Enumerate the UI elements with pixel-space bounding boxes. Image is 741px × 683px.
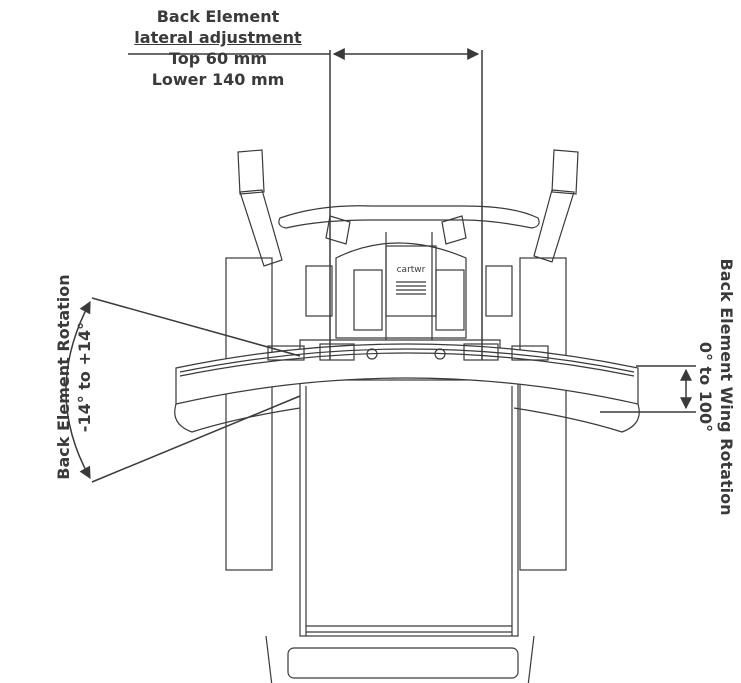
left-wing [174, 403, 301, 433]
right-side-frame [519, 257, 567, 571]
lateral-label-line4: Lower 140 mm [151, 70, 285, 89]
base [287, 647, 519, 679]
lateral-label-line2: lateral adjustment [134, 28, 302, 47]
right-push-handle-grip [551, 149, 579, 195]
rotation-lower-line [91, 395, 301, 483]
rotation-label-line2: -14° to +14° [75, 321, 94, 433]
rotation-label: Back Element Rotation -14° to +14° [53, 227, 95, 527]
badge-text: cartwr [397, 265, 426, 275]
right-wing [513, 403, 640, 433]
backrest-mechanism [335, 242, 467, 339]
back-buckles [267, 343, 549, 361]
handlebar [278, 205, 540, 229]
rotation-label-line1: Back Element Rotation [54, 274, 73, 480]
left-brake-lever [325, 215, 351, 245]
wing-rotation-label-line2: 0° to 100° [696, 341, 715, 433]
wing-rotation-label: Back Element Wing Rotation 0° to 100° [695, 237, 737, 537]
rotation-arc-arrow [65, 300, 91, 480]
rotation-dimension [65, 297, 301, 483]
right-brake-lever [441, 215, 467, 245]
backrest-vents [396, 281, 426, 295]
lateral-adjustment-dimension [128, 48, 483, 360]
left-side-frame [225, 257, 273, 571]
left-push-handle-tube [239, 189, 283, 267]
lateral-label-line1: Back Element [156, 7, 280, 26]
wing-rotation-label-line1: Back Element Wing Rotation [717, 258, 736, 516]
chair-frame [225, 149, 579, 683]
left-push-handle-grip [237, 149, 265, 195]
backrest-plate [385, 245, 437, 317]
lateral-adjustment-label: Back Element lateral adjustment Top 60 m… [128, 6, 308, 90]
wing-rotation-dimension [600, 365, 696, 413]
right-push-handle-tube [533, 189, 575, 263]
rotation-upper-line [91, 297, 301, 357]
center-column [299, 379, 519, 637]
lateral-label-line3: Top 60 mm [169, 49, 267, 68]
